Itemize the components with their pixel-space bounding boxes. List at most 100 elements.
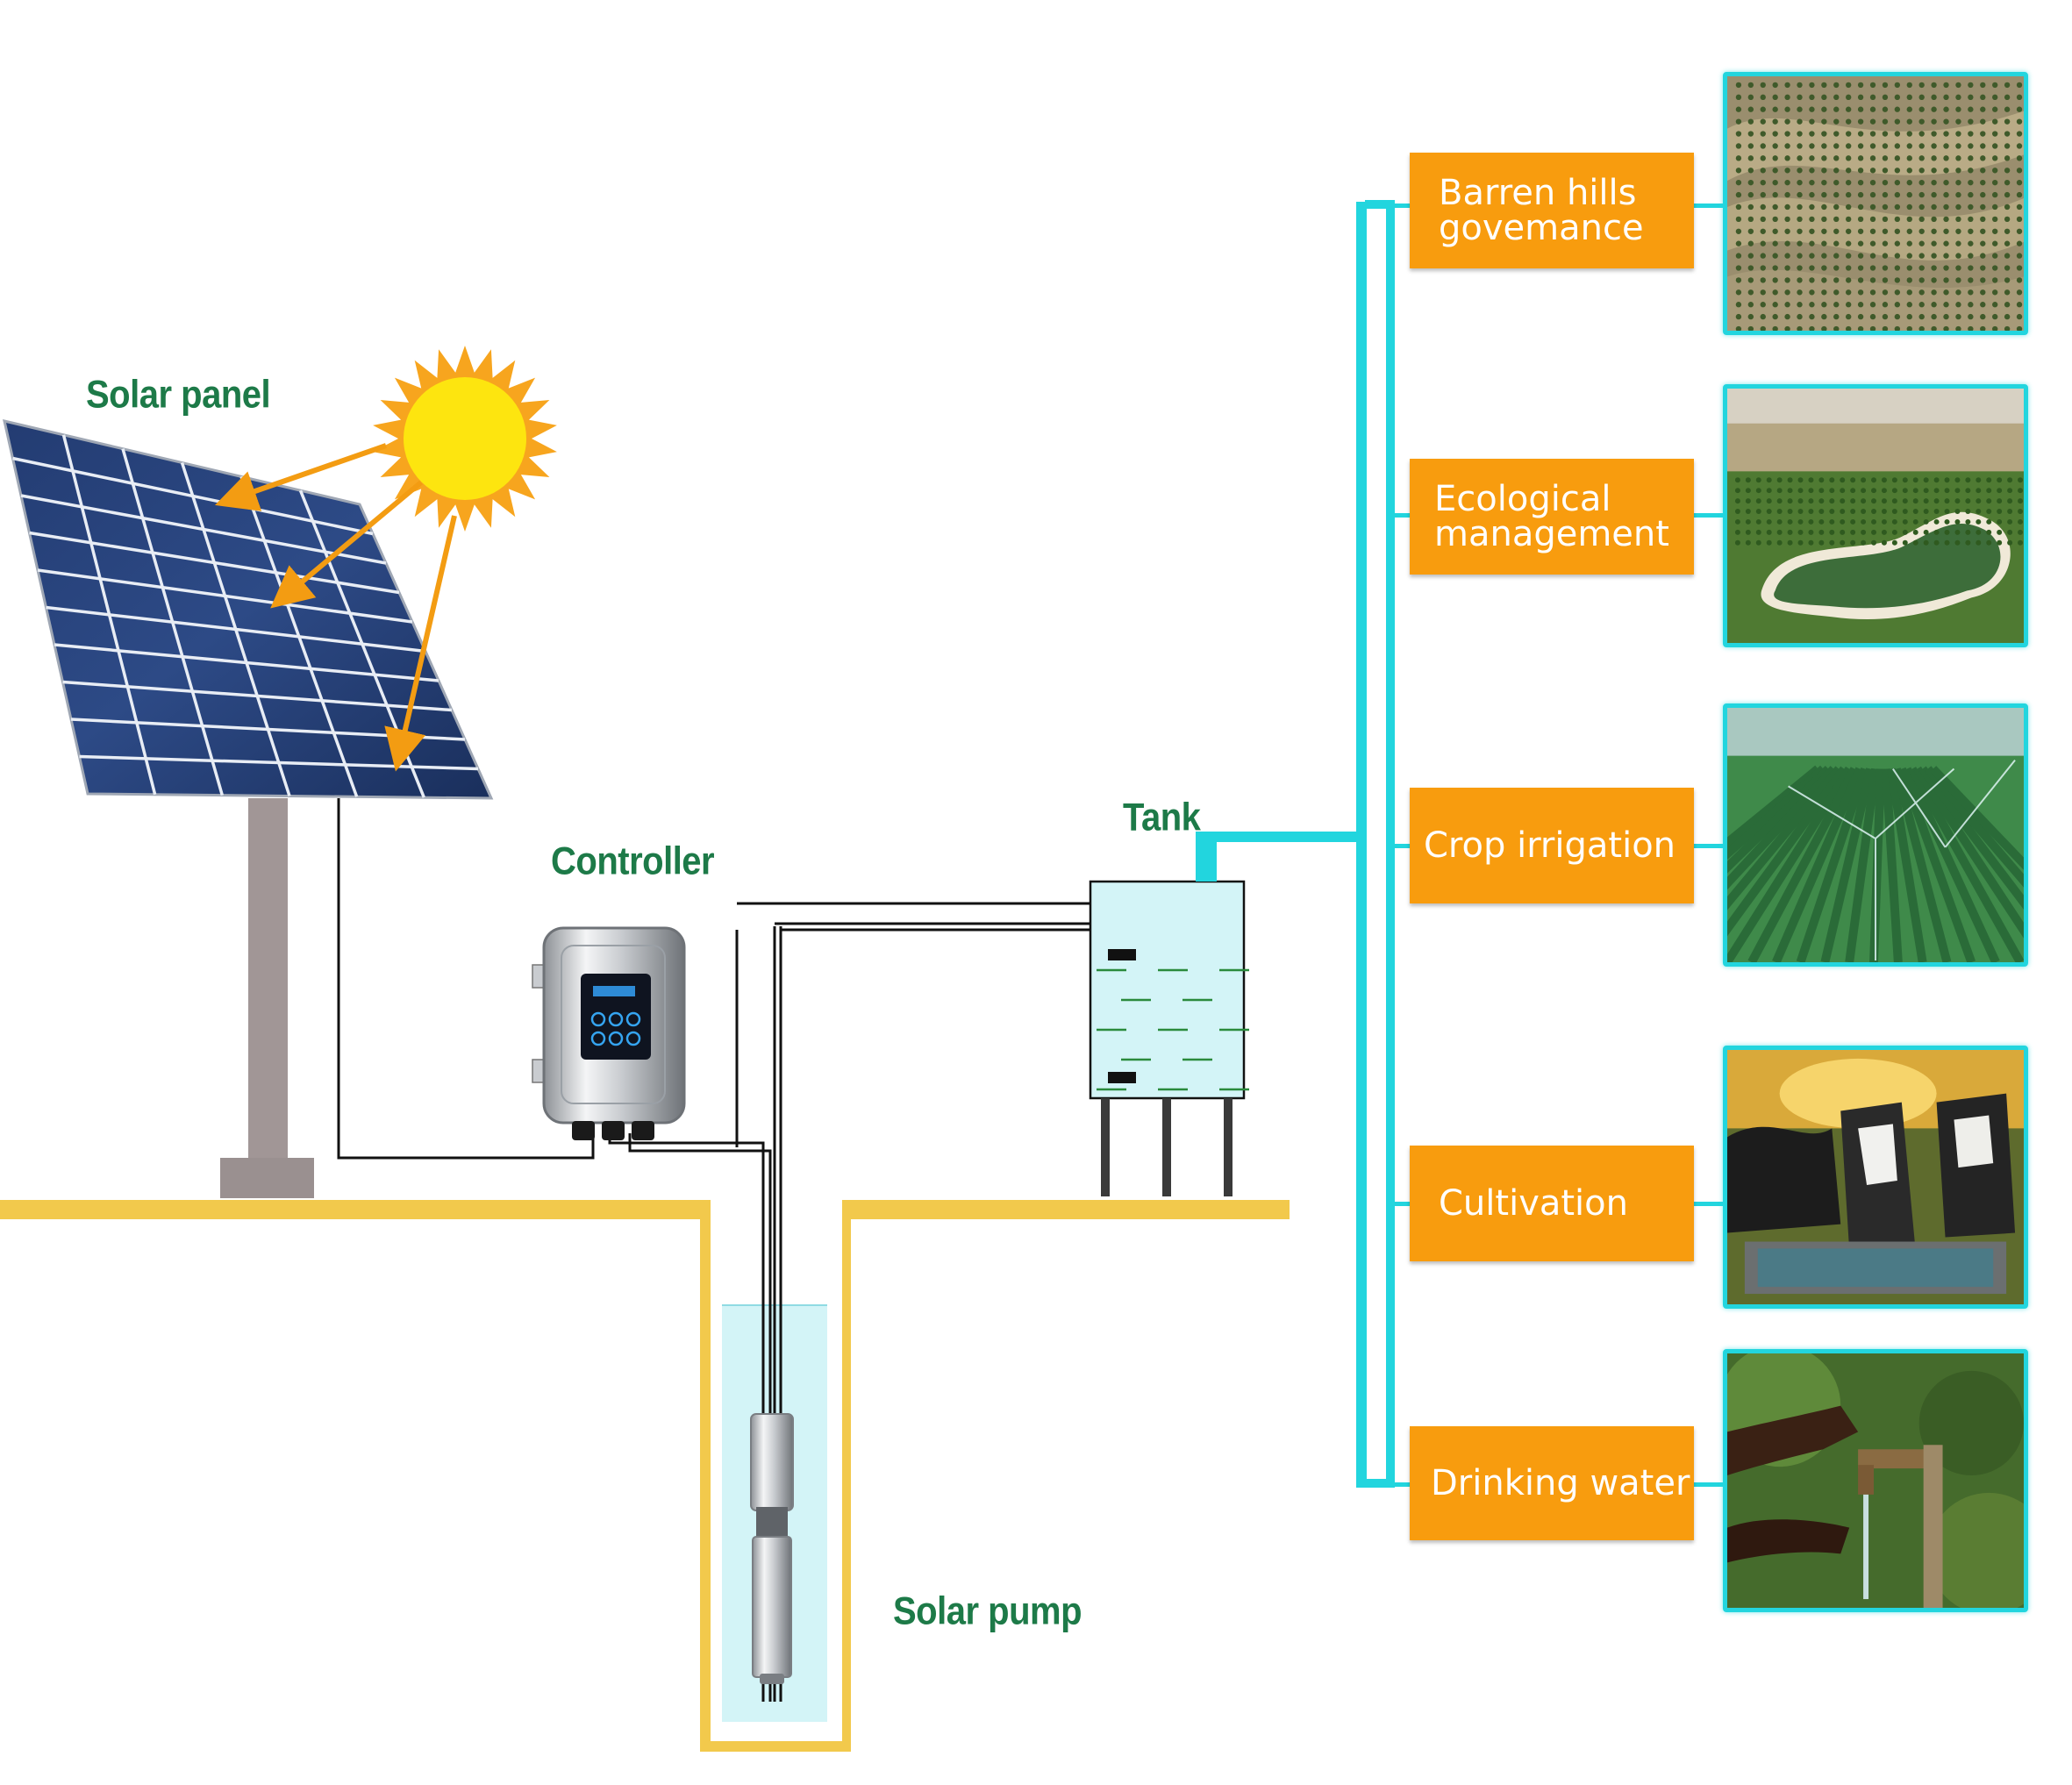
tree-dot — [1955, 155, 1961, 161]
tree-dot — [1821, 277, 1827, 283]
tree-dot — [1882, 82, 1889, 89]
tree-dot — [1829, 498, 1835, 504]
tree-dot — [1760, 118, 1766, 125]
tree-dot — [1882, 253, 1889, 259]
tree-dot — [1992, 82, 1998, 89]
tree-dot — [1857, 168, 1864, 174]
tree-dot — [1986, 509, 1992, 515]
tree-dot — [1931, 94, 1937, 101]
tree-dot — [1787, 518, 1793, 525]
tree-dot — [1809, 131, 1815, 137]
tree-dot — [1809, 143, 1815, 149]
tree-dot — [1809, 82, 1815, 89]
tree-dot — [1912, 488, 1918, 494]
tree-dot — [1735, 265, 1742, 271]
tree-dot — [1902, 518, 1908, 525]
tree-dot — [1891, 498, 1897, 504]
tree-dot — [1772, 289, 1778, 296]
tree-dot — [1760, 325, 1766, 331]
tree-dot — [1918, 118, 1925, 125]
tree-dot — [1955, 82, 1961, 89]
water-tap-photo — [1723, 1349, 2028, 1612]
application-label-line: govemance — [1439, 208, 1644, 248]
tree-dot — [1797, 240, 1803, 246]
tree-dot — [1821, 118, 1827, 125]
tree-dot — [1861, 477, 1867, 483]
tree-dot — [1968, 313, 1974, 320]
tree-dot — [2016, 325, 2023, 331]
tree-dot — [1797, 289, 1803, 296]
tree-dot — [1894, 325, 1901, 331]
tree-dot — [1906, 131, 1912, 137]
tree-dot — [2004, 143, 2011, 149]
tree-dot — [1869, 168, 1876, 174]
tree-dot — [1869, 228, 1876, 234]
tree-dot — [1760, 155, 1766, 161]
tree-dot — [1906, 168, 1912, 174]
tree-dot — [1906, 118, 1912, 125]
tree-dot — [1980, 143, 1986, 149]
tree-dot — [1760, 106, 1766, 112]
tree-dot — [1968, 277, 1974, 283]
tree-dot — [2018, 539, 2024, 546]
tree-dot — [1968, 118, 1974, 125]
crop-row — [1918, 766, 2024, 910]
tree-dot — [1857, 106, 1864, 112]
tree-dot — [1954, 477, 1961, 483]
tree-dot — [1882, 277, 1889, 283]
tree-dot — [1747, 216, 1754, 223]
tree-dot — [1943, 265, 1949, 271]
tree-dot — [1943, 143, 1949, 149]
tree-dot — [1912, 539, 1918, 546]
tree-dot — [1931, 118, 1937, 125]
tree-dot — [1871, 539, 1876, 546]
tree-dot — [1772, 118, 1778, 125]
tree-dot — [1891, 488, 1897, 494]
tree-dot — [1833, 131, 1840, 137]
tree-dot — [1980, 216, 1986, 223]
tree-dot — [1869, 302, 1876, 308]
tree-dot — [1760, 216, 1766, 223]
tree-dot — [1829, 518, 1835, 525]
tree-dot — [1955, 179, 1961, 186]
tree-dot — [1857, 203, 1864, 211]
tree-dot — [1787, 498, 1793, 504]
tree-dot — [1912, 509, 1918, 515]
tree-dot — [1968, 179, 1974, 186]
tree-dot — [1968, 216, 1974, 223]
tree-dot — [1857, 313, 1864, 320]
tree-dot — [1833, 203, 1840, 211]
tree-dot — [1923, 539, 1929, 546]
tree-dot — [1980, 277, 1986, 283]
tree-dot — [1747, 240, 1754, 246]
tree-dot — [2004, 155, 2011, 161]
tree-dot — [1760, 131, 1766, 137]
tree-dot — [1882, 191, 1889, 198]
water-tank — [1089, 880, 1249, 1196]
tree-dot — [1766, 488, 1772, 494]
tree-dot — [1760, 82, 1766, 89]
tree-dot — [1968, 289, 1974, 296]
tree-dot — [1965, 539, 1971, 546]
tree-dot — [1976, 518, 1982, 525]
tree-dot — [1829, 477, 1835, 483]
application-label-line: Drinking water — [1431, 1463, 1690, 1503]
tree-dot — [2016, 277, 2023, 283]
panel-grid-line — [12, 456, 374, 536]
tree-dot — [1747, 94, 1754, 101]
tree-dot — [1747, 313, 1754, 320]
tree-dot — [1894, 94, 1901, 101]
tree-dot — [1992, 277, 1998, 283]
tree-dot — [1797, 94, 1803, 101]
tree-dot — [1894, 179, 1901, 186]
tree-dot — [2004, 277, 2011, 283]
tree-dot — [1776, 529, 1783, 535]
tree-dot — [1931, 240, 1937, 246]
tree-dot — [1944, 539, 1950, 546]
tree-dot — [1735, 191, 1742, 198]
tree-dot — [1840, 488, 1846, 494]
tree-dot — [1772, 168, 1778, 174]
tree-dot — [1944, 488, 1950, 494]
tree-dot — [1902, 488, 1908, 494]
